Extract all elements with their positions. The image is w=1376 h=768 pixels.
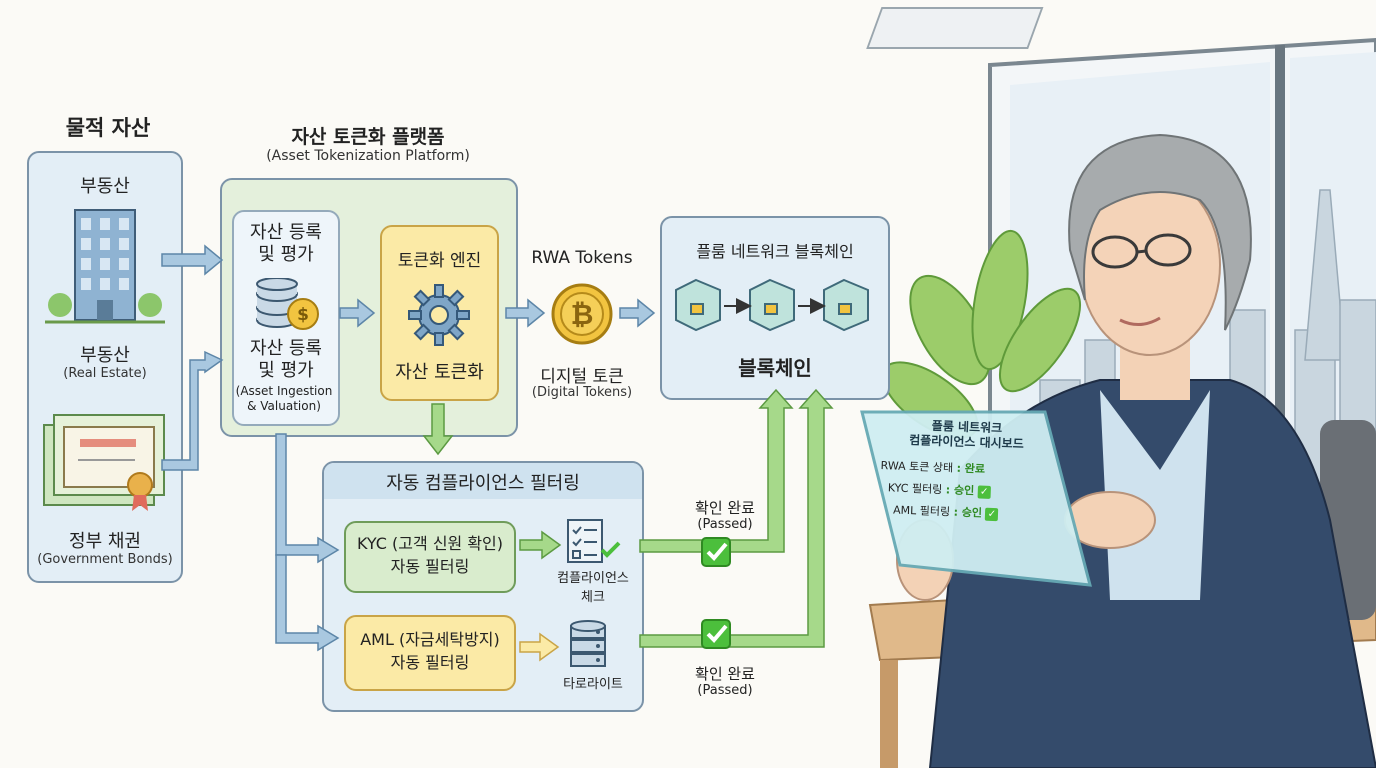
block-chain-icon bbox=[675, 278, 869, 332]
kyc-box bbox=[344, 521, 516, 593]
dashboard-row-label: KYC 필터링 bbox=[887, 481, 943, 497]
tablet-dashboard: 플룸 네트워크 컴플라이언스 대시보드 RWA 토큰 상태 : 완료 KYC 필… bbox=[878, 417, 1052, 553]
ingestion-title-2: 자산 등록 및 평가 bbox=[250, 338, 322, 381]
kyc-label: KYC (고객 신원 확인) 자동 필터링 bbox=[356, 534, 504, 576]
government-bonds-name: 정부 채권 bbox=[69, 531, 141, 552]
passed-label-2: 확인 완료 bbox=[695, 665, 755, 683]
compliance-title: 자동 컴플라이언스 필터링 bbox=[386, 473, 580, 494]
rwa-tokens-label: RWA Tokens bbox=[531, 248, 633, 268]
government-bonds-en: (Government Bonds) bbox=[37, 552, 173, 567]
dashboard-row-value: : 승인 bbox=[953, 505, 983, 520]
building-icon bbox=[45, 209, 165, 324]
ingestion-title: 자산 등록 및 평가 bbox=[250, 222, 322, 265]
digital-tokens-en: (Digital Tokens) bbox=[531, 385, 633, 400]
svg-text:$: $ bbox=[297, 305, 309, 325]
check-icon: ✓ bbox=[977, 485, 991, 499]
blockchain-title: 플룸 네트워크 블록체인 bbox=[696, 242, 854, 261]
bond-certificate-icon bbox=[43, 414, 165, 511]
svg-text:₿: ₿ bbox=[571, 298, 594, 331]
aml-box bbox=[344, 615, 516, 691]
real-estate-name: 부동산 bbox=[80, 345, 130, 366]
dashboard-row-rwa: RWA 토큰 상태 : 완료 bbox=[880, 457, 1050, 479]
database-label: 타로라이트 bbox=[563, 677, 623, 692]
blockchain-label: 블록체인 bbox=[738, 356, 812, 380]
engine-subtitle: 자산 토큰화 bbox=[395, 362, 484, 383]
aml-label: AML (자금세탁방지) 자동 필터링 bbox=[360, 630, 500, 672]
platform-title: 자산 토큰화 플랫폼 bbox=[291, 126, 445, 148]
dashboard-row-aml: AML 필터링 : 승인 ✓ bbox=[879, 501, 1049, 523]
compliance-header bbox=[324, 463, 642, 499]
passed-label-1: 확인 완료 bbox=[695, 499, 755, 517]
digital-tokens-name: 디지털 토큰 bbox=[540, 367, 624, 387]
real-estate-label: 부동산 bbox=[80, 176, 130, 197]
database-icon bbox=[570, 620, 606, 667]
check-icon: ✓ bbox=[985, 507, 999, 522]
database-coin-icon: $ bbox=[256, 278, 319, 330]
passed-label-2-en: (Passed) bbox=[697, 683, 753, 698]
checklist-icon bbox=[567, 519, 621, 563]
physical-assets-title: 물적 자산 bbox=[65, 116, 151, 140]
dashboard-row-value: : 승인 bbox=[945, 483, 975, 498]
passed-label-1-en: (Passed) bbox=[697, 517, 753, 532]
dashboard-row-value: : 완료 bbox=[956, 461, 986, 476]
dashboard-title: 플룸 네트워크 컴플라이언스 대시보드 bbox=[908, 418, 1025, 452]
bitcoin-token-icon: ₿ bbox=[551, 283, 613, 345]
ingestion-en: (Asset Ingestion & Valuation) bbox=[235, 384, 333, 413]
dashboard-row-label: AML 필터링 bbox=[892, 503, 951, 519]
dashboard-row-kyc: KYC 필터링 : 승인 ✓ bbox=[880, 479, 1050, 501]
check-badge-1 bbox=[701, 537, 731, 567]
check-badge-2 bbox=[701, 619, 731, 649]
compliance-check-label: 컴플라이언스 체크 bbox=[557, 571, 629, 605]
dashboard-row-label: RWA 토큰 상태 bbox=[880, 459, 954, 475]
gear-icon bbox=[408, 284, 470, 346]
platform-title-en: (Asset Tokenization Platform) bbox=[266, 148, 470, 164]
engine-title: 토큰화 엔진 bbox=[397, 251, 482, 271]
real-estate-en: (Real Estate) bbox=[63, 366, 147, 381]
